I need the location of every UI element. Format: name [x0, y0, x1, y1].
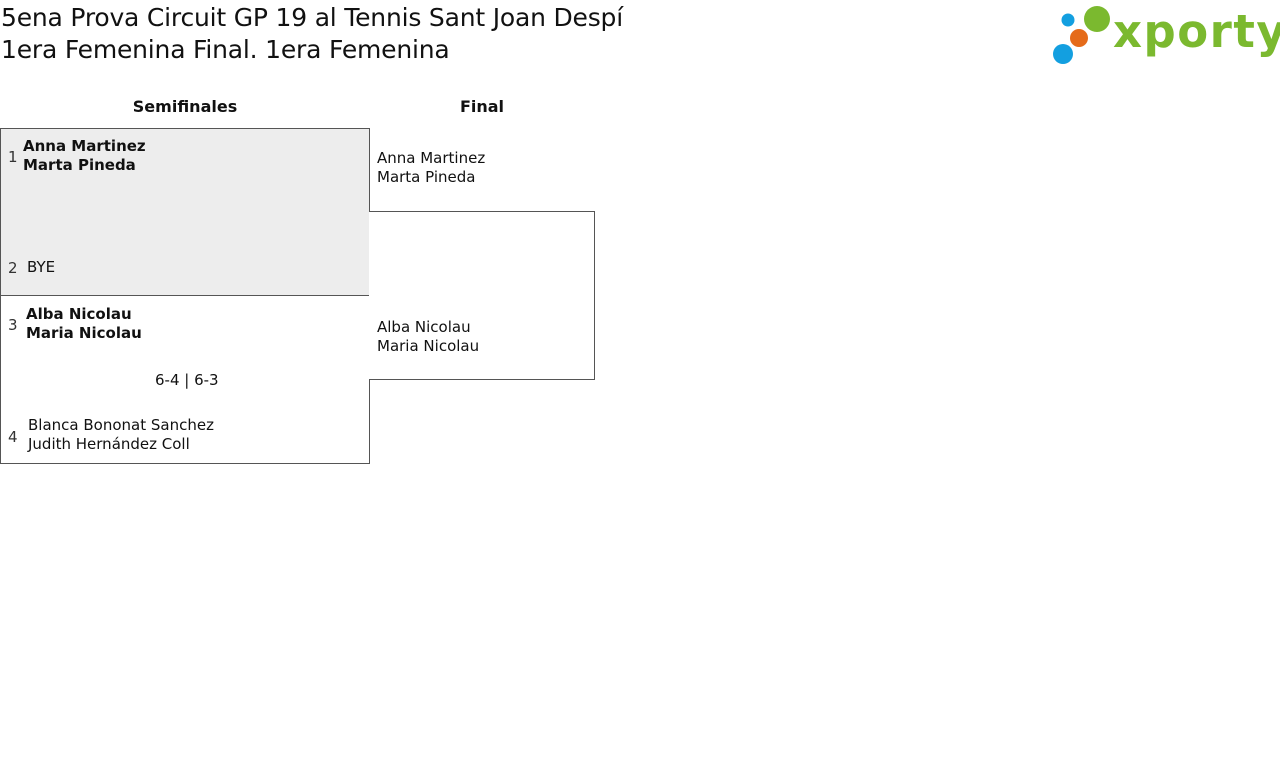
logo-dots-icon — [1053, 6, 1110, 64]
player-name: Maria Nicolau — [26, 324, 142, 342]
tournament-title: 5ena Prova Circuit GP 19 al Tennis Sant … — [1, 3, 623, 32]
player-name: Alba Nicolau — [26, 305, 132, 323]
xporty-logo[interactable]: xporty — [1050, 4, 1280, 68]
player-name: Judith Hernández Coll — [28, 435, 190, 453]
page-header: 5ena Prova Circuit GP 19 al Tennis Sant … — [1, 2, 623, 66]
seed-number: 2 — [8, 259, 18, 277]
player-name: Blanca Bononat Sanchez — [28, 416, 214, 434]
player-name: Maria Nicolau — [377, 337, 480, 355]
player-name: Anna Martinez — [377, 149, 486, 167]
draw-subtitle: 1era Femenina Final. 1era Femenina — [1, 35, 450, 64]
bye-entry: BYE — [27, 258, 56, 276]
player-name: Marta Pineda — [23, 156, 136, 174]
final-slot-top[interactable]: Anna Martinez Marta Pineda — [370, 149, 595, 193]
logo-dot-blue-small — [1061, 13, 1075, 27]
semifinal-match-1[interactable]: 1 Anna Martinez Marta Pineda 2 BYE — [0, 128, 370, 296]
round-header-semifinals: Semifinales — [132, 97, 238, 116]
logo-dot-orange — [1070, 29, 1088, 47]
semifinal-match-2[interactable]: 3 Alba Nicolau Maria Nicolau 6-4 | 6-3 4… — [0, 295, 370, 464]
logo-dot-green — [1084, 6, 1110, 32]
logo-dot-blue-large — [1053, 44, 1073, 64]
final-match[interactable]: Alba Nicolau Maria Nicolau — [369, 211, 595, 380]
match-score: 6-4 | 6-3 — [155, 371, 219, 389]
seed-number: 3 — [8, 316, 18, 334]
seed-number: 4 — [8, 428, 18, 446]
round-header-final: Final — [459, 97, 505, 116]
player-name: Marta Pineda — [377, 168, 476, 186]
player-name: Anna Martinez — [23, 137, 146, 155]
player-name: Alba Nicolau — [377, 318, 471, 336]
logo-wordmark: xporty — [1113, 5, 1280, 58]
seed-number: 1 — [8, 148, 18, 166]
